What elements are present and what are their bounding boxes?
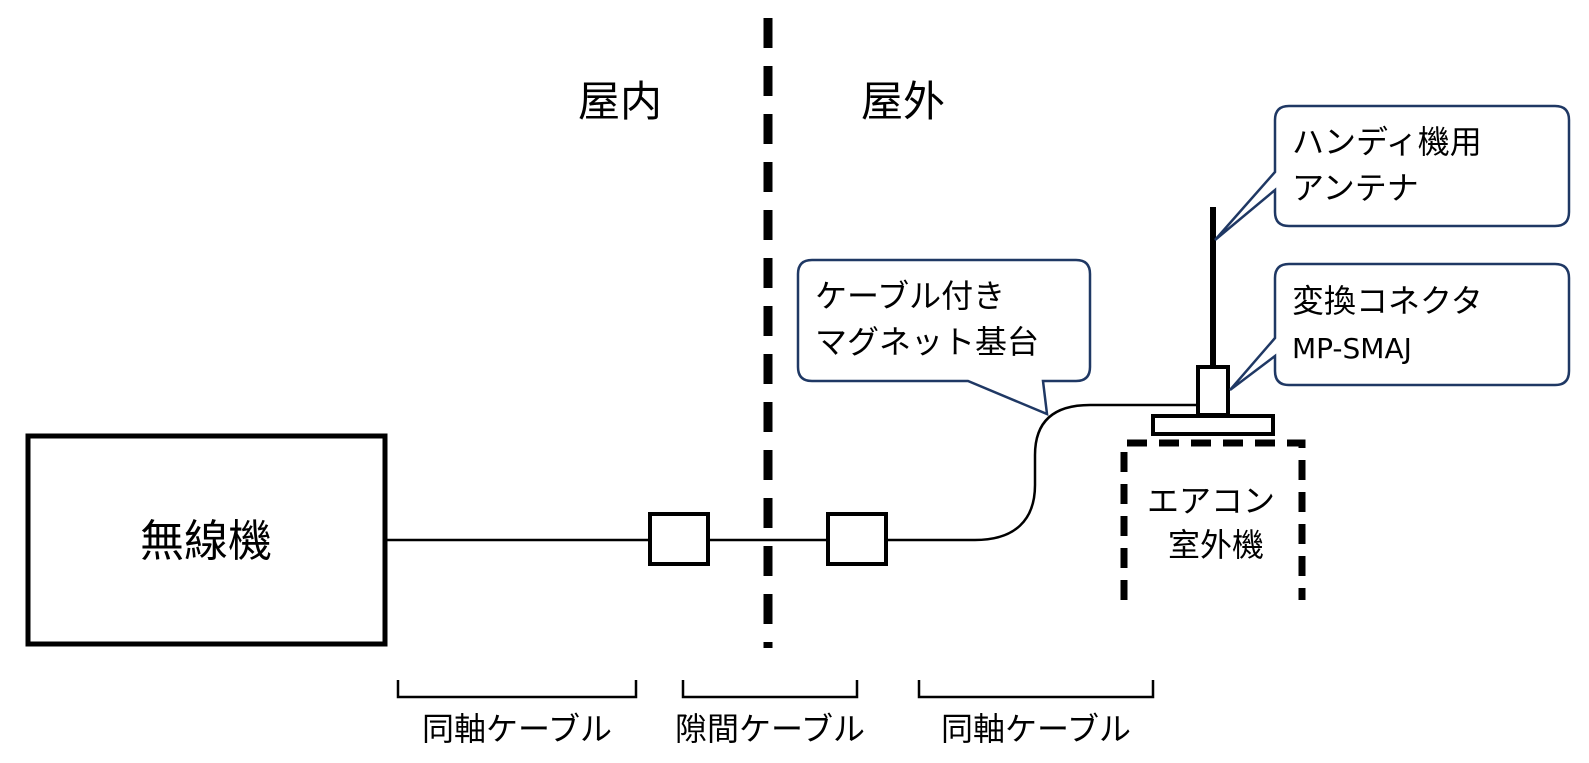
- magnet-base-cable: [888, 403, 1205, 542]
- label-coax-indoor: 同軸ケーブル: [422, 710, 612, 748]
- callout-antenna-line1: ハンディ機用: [1292, 123, 1482, 161]
- bracket-gap-cable: [681, 680, 859, 699]
- bracket-coax-indoor: [396, 680, 638, 699]
- converter-connector: [1196, 365, 1230, 417]
- callout-connector-line1: 変換コネクタ: [1292, 282, 1483, 320]
- indoor-label: 屋内: [578, 77, 662, 126]
- aircon-label-line1: エアコン: [1147, 482, 1275, 520]
- label-coax-outdoor: 同軸ケーブル: [941, 710, 1131, 748]
- callout-magnet-base-line2: マグネット基台: [815, 323, 1039, 361]
- callout-connector: 変換コネクタ MP-SMAJ: [1229, 262, 1571, 391]
- radio-unit-label: 無線機: [140, 516, 272, 567]
- callout-connector-line2: MP-SMAJ: [1292, 332, 1412, 365]
- bracket-coax-outdoor: [917, 680, 1155, 699]
- connector-indoor: [648, 512, 710, 566]
- callout-antenna-line2: アンテナ: [1292, 169, 1419, 207]
- aircon-outdoor-unit: エアコン 室外機: [1120, 439, 1306, 600]
- aircon-label-line2: 室外機: [1168, 526, 1264, 564]
- radio-unit: 無線機: [25, 433, 388, 647]
- magnet-base: [1151, 414, 1275, 436]
- label-gap-cable: 隙間ケーブル: [675, 710, 865, 748]
- callout-antenna: ハンディ機用 アンテナ: [1214, 104, 1571, 241]
- outdoor-label: 屋外: [861, 77, 945, 126]
- callout-magnet-base-line1: ケーブル付き: [815, 277, 1005, 315]
- callout-magnet-base: ケーブル付き マグネット基台: [796, 258, 1092, 416]
- connector-outdoor: [826, 512, 888, 566]
